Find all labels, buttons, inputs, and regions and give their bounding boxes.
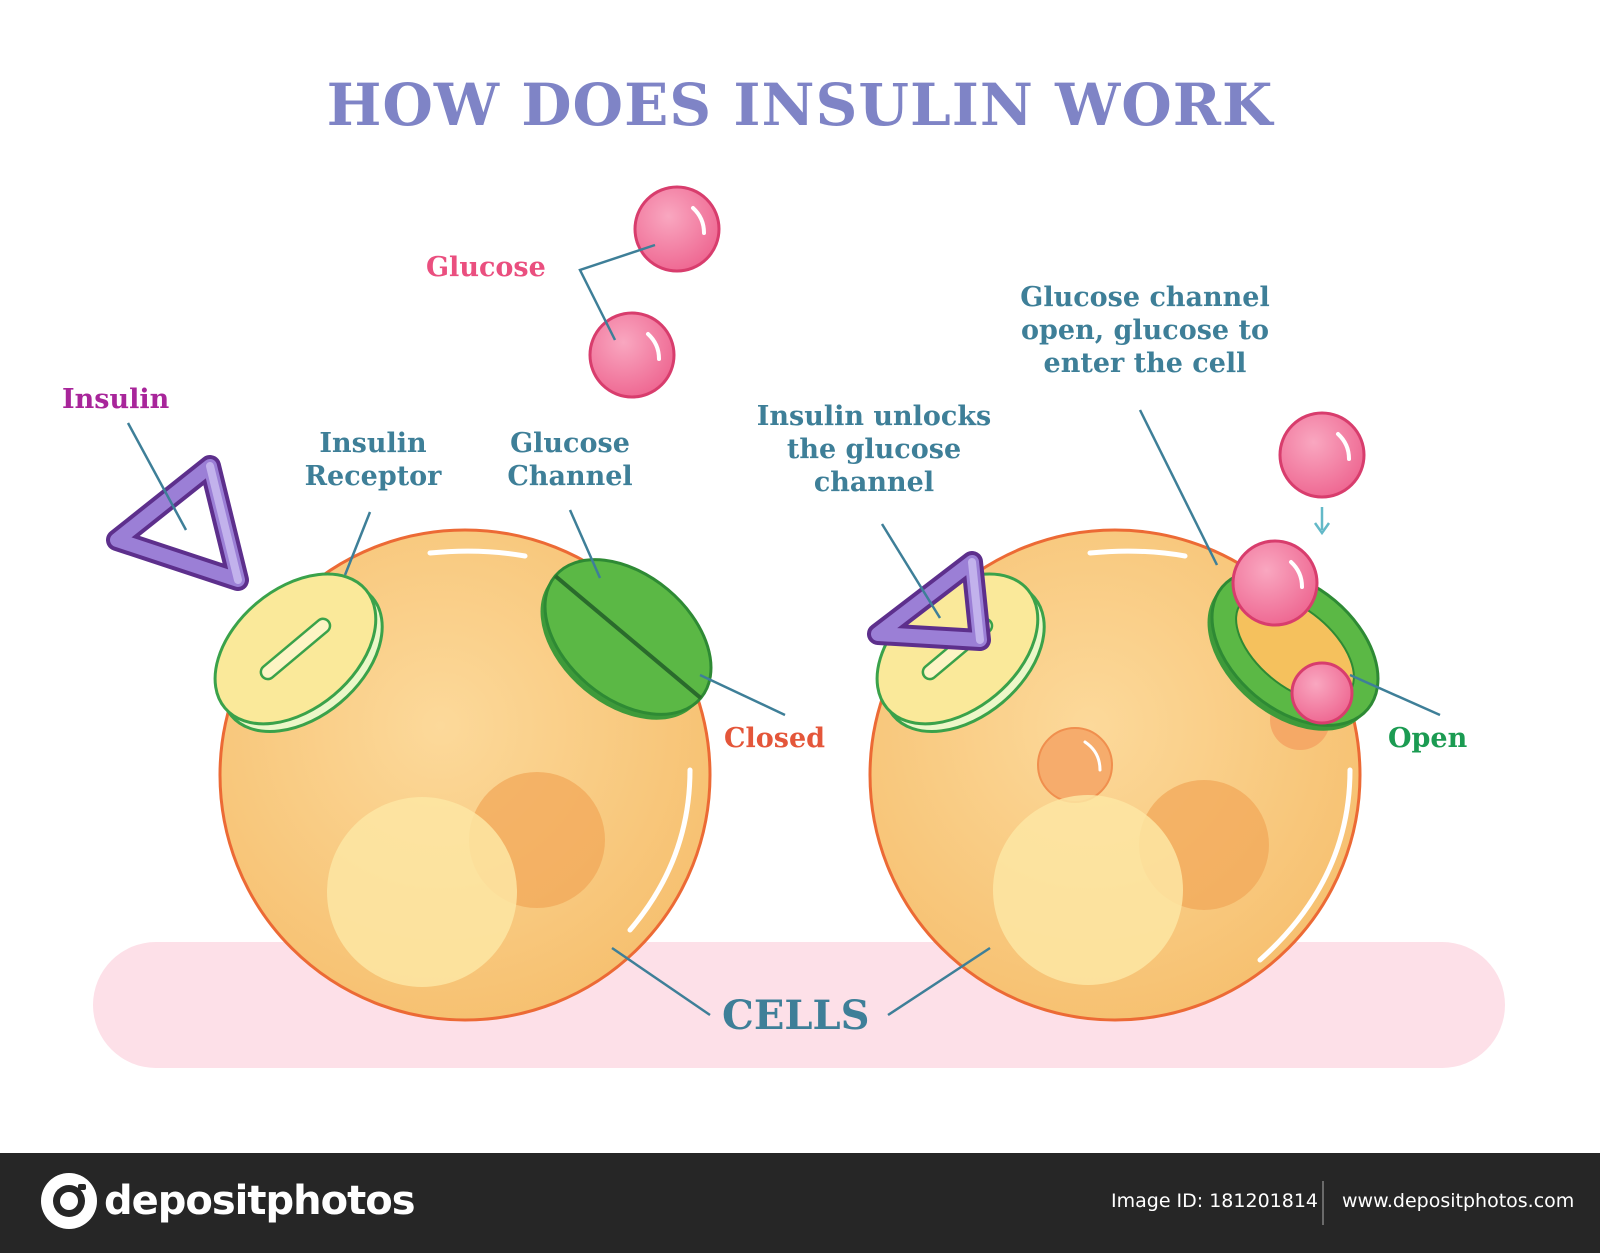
footer-bar: depositphotos Image ID: 181201814 www.de… xyxy=(0,1153,1600,1253)
label-insulin-receptor: Insulin Receptor xyxy=(304,428,442,492)
glucose-molecule xyxy=(1231,539,1319,627)
right-cell-highlight xyxy=(1257,767,1353,963)
label-insulin: Insulin xyxy=(62,384,170,415)
label-cells: CELLS xyxy=(722,992,870,1039)
footer-image-id: Image ID: 181201814 xyxy=(1111,1190,1319,1212)
leader-insulin xyxy=(126,422,188,531)
leader-lines xyxy=(126,243,1441,1017)
label-glucose-channel: Glucose Channel xyxy=(507,428,633,492)
insulin-molecule xyxy=(106,455,249,591)
leader-channel-open xyxy=(1138,409,1219,566)
left-cell-nucleus xyxy=(327,797,517,987)
leader-closed xyxy=(699,673,786,717)
leader-channel xyxy=(568,509,602,579)
leader-unlocks xyxy=(880,523,942,619)
label-closed: Closed xyxy=(724,723,826,754)
glucose-molecule xyxy=(588,311,676,399)
diagram-title: HOW DOES INSULIN WORK xyxy=(326,71,1274,139)
insulin-molecule-bound xyxy=(867,551,991,651)
footer-site-link[interactable]: www.depositphotos.com xyxy=(1342,1190,1575,1212)
label-insulin-unlocks: Insulin unlocks the glucose channel xyxy=(756,401,992,498)
label-open: Open xyxy=(1388,723,1468,754)
leader-glucose xyxy=(578,243,656,341)
footer-divider xyxy=(1322,1181,1324,1225)
glucose-entering xyxy=(1290,661,1354,725)
label-glucose: Glucose xyxy=(426,252,546,283)
camera-logo-icon xyxy=(41,1173,97,1229)
left-cell-highlight xyxy=(627,767,693,933)
leader-cells-right xyxy=(887,946,991,1017)
leader-cells-left xyxy=(611,946,711,1017)
entry-arrow xyxy=(1313,507,1331,536)
leader-open xyxy=(1349,673,1441,717)
glucose-molecule xyxy=(1278,411,1366,499)
right-cell-nucleus xyxy=(993,795,1183,985)
label-channel-open: Glucose channel open, glucose to enter t… xyxy=(1020,282,1270,379)
leader-receptor xyxy=(343,511,372,576)
left-cell-highlight xyxy=(427,548,528,559)
glucose-molecule xyxy=(633,185,721,273)
right-cell-highlight xyxy=(1087,548,1188,559)
insulin-receptor xyxy=(213,572,384,733)
glucose-channel-closed xyxy=(540,558,713,720)
footer-brand[interactable]: depositphotos xyxy=(104,1178,416,1224)
